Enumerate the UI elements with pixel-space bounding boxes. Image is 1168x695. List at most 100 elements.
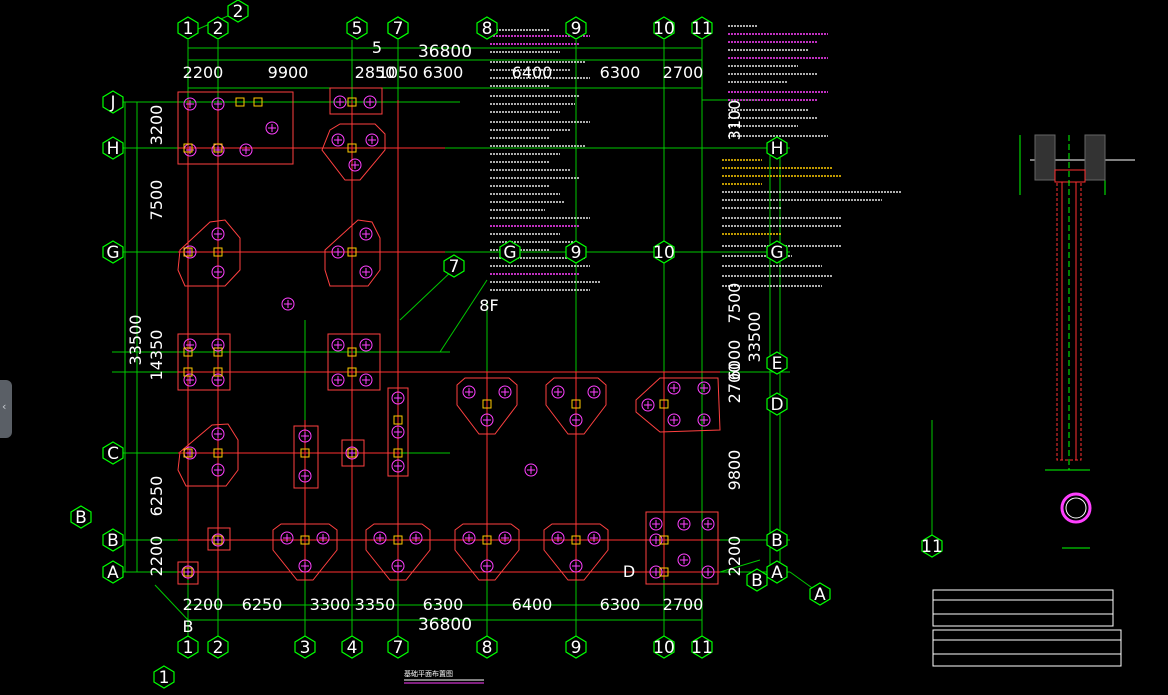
column-mark — [183, 247, 193, 257]
axis-bubble-label: 9 — [571, 638, 582, 658]
pile-tables — [932, 589, 1122, 667]
column-mark — [253, 97, 263, 107]
pile-mark — [667, 413, 681, 427]
axis-bubble-left-C: C — [102, 441, 124, 465]
pile-cap — [177, 423, 239, 487]
pile-mark — [363, 95, 377, 109]
dim-bottom-7: 2700 — [663, 595, 704, 614]
axis-bubble-label: D — [770, 395, 783, 415]
pile-mark — [298, 559, 312, 573]
dim-top-1: 9900 — [268, 63, 309, 82]
dim-right-3: 2700 — [725, 363, 744, 404]
column-mark — [300, 535, 310, 545]
pile-mark — [587, 531, 601, 545]
axis-bubble-label: 7 — [393, 19, 404, 39]
column-mark — [659, 567, 669, 577]
side-panel-toggle[interactable]: ‹ — [0, 380, 12, 438]
pile-mark — [498, 531, 512, 545]
tie-beams — [178, 100, 720, 580]
pile-cap — [543, 523, 609, 581]
axis-bubble-right-B: B — [766, 528, 788, 552]
pile-mark — [587, 385, 601, 399]
pile-mark — [697, 381, 711, 395]
pile-cap — [341, 439, 365, 467]
axis-bubble-label: H — [771, 139, 784, 159]
axis-bubble-right-E: E — [766, 351, 788, 375]
axis-bubble-mid-7: 7 — [443, 254, 465, 278]
pile-mark — [359, 227, 373, 241]
axis-bubble-label: 7 — [393, 638, 404, 658]
pile-mark — [211, 265, 225, 279]
dim-right-0: 3100 — [725, 100, 744, 141]
axis-bubble-top-11: 11 — [691, 16, 713, 40]
column-mark — [571, 535, 581, 545]
axis-bubble-right-D: D — [766, 392, 788, 416]
axis-bubble-label: H — [107, 139, 120, 159]
axis-bubble-bot-3: 3 — [294, 635, 316, 659]
axis-bubble-label: 5 — [352, 19, 363, 39]
dim-top-3: 1050 — [378, 63, 419, 82]
pile-mark — [211, 373, 225, 387]
axis-bubble-label: G — [106, 243, 119, 263]
axis-bubble-label: A — [107, 563, 119, 583]
pile-mark — [281, 297, 295, 311]
axis-bubble-label: 11 — [691, 19, 713, 39]
pile-mark — [348, 158, 362, 172]
drawing-title: 基础平面布置图 — [404, 669, 453, 678]
axis-bubble-label: 2 — [233, 2, 244, 22]
pile-mark — [359, 265, 373, 279]
axis-bubble-label: 9 — [571, 19, 582, 39]
axis-bubble-label: C — [107, 444, 119, 464]
column-mark — [183, 347, 193, 357]
dim-bottom-4: 6300 — [423, 595, 464, 614]
dim-top-6: 6300 — [600, 63, 641, 82]
pile-mark — [480, 413, 494, 427]
column-mark — [183, 448, 193, 458]
axis-bubble-left-J: J — [102, 90, 124, 114]
dim-left-4: 6250 — [147, 476, 166, 517]
pile-cap — [293, 425, 319, 489]
dim-right-6: 2200 — [725, 536, 744, 577]
column-mark — [213, 347, 223, 357]
axis-bubble-mid-10: 10 — [653, 240, 675, 264]
pile-mark — [183, 373, 197, 387]
axis-bubble-left-G: G — [102, 240, 124, 264]
column-mark — [347, 347, 357, 357]
pile-mark — [677, 517, 691, 531]
axis-bubble-label: J — [109, 93, 115, 113]
axis-bubble-label: B — [771, 531, 783, 551]
pile-mark — [211, 533, 225, 547]
axis-bubble-label: G — [770, 243, 783, 263]
column-mark — [183, 143, 193, 153]
dim-bottom-1: 6250 — [242, 595, 283, 614]
axis-bubble-bot-7: 7 — [387, 635, 409, 659]
pile-cap — [454, 523, 520, 581]
pile-mark — [298, 429, 312, 443]
column-mark — [347, 247, 357, 257]
dim-top-total: 36800 — [418, 42, 472, 62]
pile-mark — [365, 133, 379, 147]
pile-mark — [697, 413, 711, 427]
dim-top-0: 2200 — [183, 63, 224, 82]
pile-mark — [298, 469, 312, 483]
pile-mark — [391, 559, 405, 573]
axis-bubble-label: 1 — [159, 668, 170, 688]
floating-label-2: D — [623, 562, 635, 581]
dim-bottom-0: 2200 — [183, 595, 224, 614]
dim-right-1: 7500 — [725, 283, 744, 324]
column-mark — [213, 367, 223, 377]
axis-bubble-mid-11: 11 — [921, 534, 943, 558]
dim-left-1: 7500 — [147, 180, 166, 221]
pile-mark — [211, 463, 225, 477]
axis-bubble-bot-1b: 1 — [153, 665, 175, 689]
axis-bubble-top-10: 10 — [653, 16, 675, 40]
axis-bubble-label: 10 — [653, 638, 675, 658]
dim-bottom-2: 3300 — [310, 595, 351, 614]
pile-mark — [649, 565, 663, 579]
pile-cap — [645, 511, 719, 585]
pile-cap — [177, 219, 241, 287]
axis-bubble-bot-8: 8 — [476, 635, 498, 659]
